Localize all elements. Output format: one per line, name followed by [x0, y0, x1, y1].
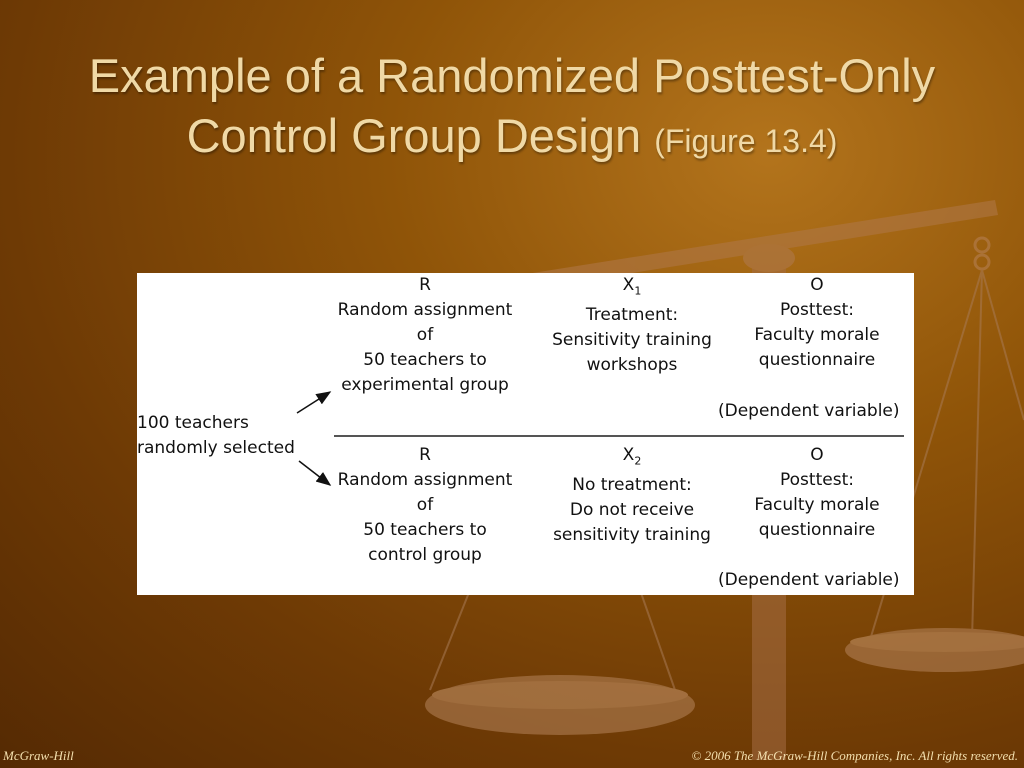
row-divider [334, 435, 904, 437]
control-o-cell: O Posttest: Faculty morale questionnaire [737, 443, 897, 543]
cell-line: 50 teachers to [363, 520, 487, 540]
o-symbol: O [810, 445, 824, 465]
cell-line: Faculty morale [754, 495, 880, 515]
cell-line: workshops [586, 355, 678, 376]
footer-publisher: McGraw-Hill [3, 748, 74, 763]
experimental-x-cell: X1 Treatment: Sensitivity training works… [537, 273, 727, 378]
cell-line: Random assignment [337, 470, 513, 490]
x-symbol: X1 [622, 275, 642, 298]
design-figure: 100 teachers randomly selected R Random … [137, 273, 914, 595]
title-line-2: Control Group Design (Figure 13.4) [0, 106, 1024, 171]
cell-line: No treatment: [572, 475, 692, 496]
cell-line: experimental group [341, 375, 509, 395]
o-symbol: O [810, 275, 824, 295]
source-line: 100 teachers [137, 413, 249, 433]
x-symbol: X2 [622, 445, 642, 468]
cell-line: Treatment: [585, 305, 679, 326]
source-sample: 100 teachers randomly selected [137, 411, 322, 461]
cell-line: Sensitivity training [552, 330, 712, 351]
cell-line: control group [368, 545, 482, 565]
cell-line: sensitivity training [553, 525, 711, 546]
cell-line: of [416, 495, 434, 515]
dependent-variable-label: (Dependent variable) [718, 570, 900, 590]
experimental-o-cell: O Posttest: Faculty morale questionnaire [737, 273, 897, 373]
experimental-r-cell: R Random assignment of 50 teachers to ex… [320, 273, 530, 398]
dependent-variable-label: (Dependent variable) [718, 401, 900, 421]
title-line-1: Example of a Randomized Posttest-Only [88, 49, 936, 102]
cell-line: Posttest: [780, 300, 854, 320]
r-symbol: R [419, 445, 431, 465]
cell-line: Posttest: [780, 470, 854, 490]
cell-line: questionnaire [758, 350, 876, 370]
footer-copyright: © 2006 The McGraw-Hill Companies, Inc. A… [691, 748, 1018, 763]
r-symbol: R [419, 275, 431, 295]
slide-title: Example of a Randomized Posttest-Only Co… [0, 46, 1024, 171]
cell-line: questionnaire [758, 520, 876, 540]
title-main: Control Group Design [186, 109, 642, 162]
source-line: randomly selected [137, 438, 295, 458]
assignment-arrows [296, 391, 332, 486]
cell-line: Random assignment [337, 300, 513, 320]
cell-line: of [416, 325, 434, 345]
cell-line: Do not receive [569, 500, 695, 521]
arrow-to-experimental [296, 391, 332, 414]
control-r-cell: R Random assignment of 50 teachers to co… [320, 443, 530, 568]
title-figure-ref: (Figure 13.4) [654, 123, 838, 159]
cell-line: 50 teachers to [363, 350, 487, 370]
cell-line: Faculty morale [754, 325, 880, 345]
control-x-cell: X2 No treatment: Do not receive sensitiv… [537, 443, 727, 548]
arrow-to-control [298, 460, 332, 486]
